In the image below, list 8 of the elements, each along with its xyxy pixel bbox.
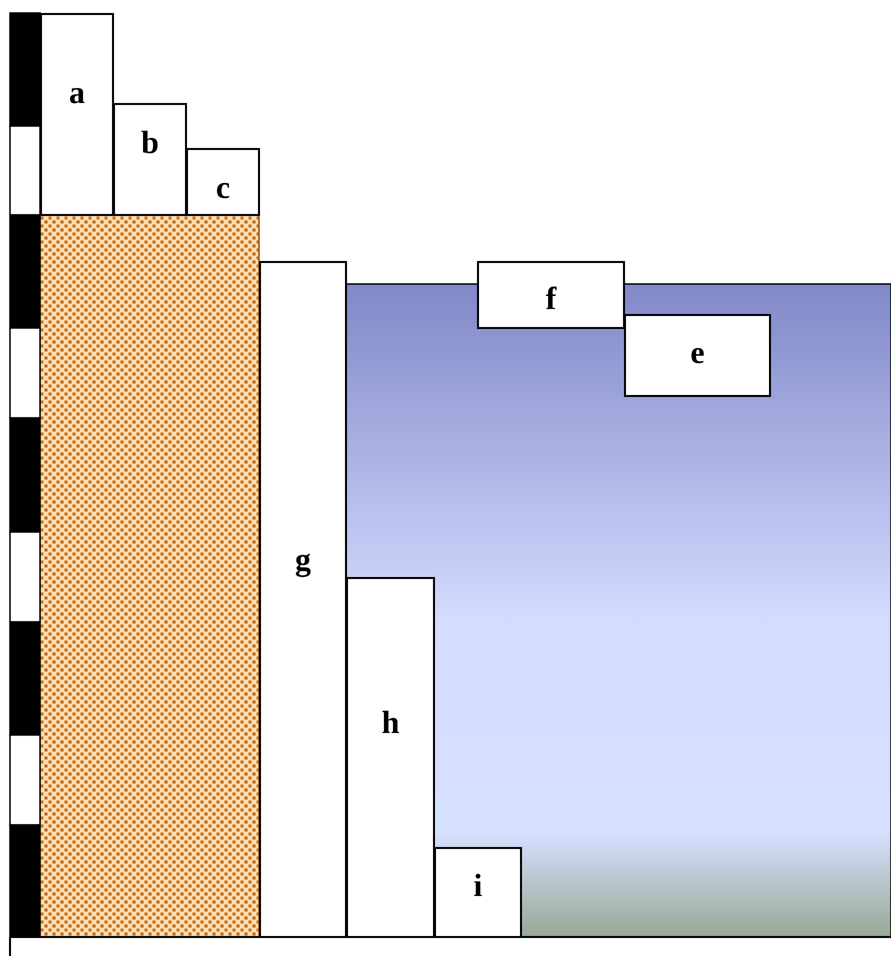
letter-box: e: [624, 314, 771, 397]
letter-box: h: [346, 577, 435, 938]
letter-box: b: [113, 103, 187, 216]
letter-box: f: [477, 261, 625, 329]
letter-box: c: [186, 148, 260, 216]
letter-box: g: [259, 261, 347, 938]
letter-box: a: [40, 13, 114, 216]
letter-box: i: [434, 847, 522, 938]
